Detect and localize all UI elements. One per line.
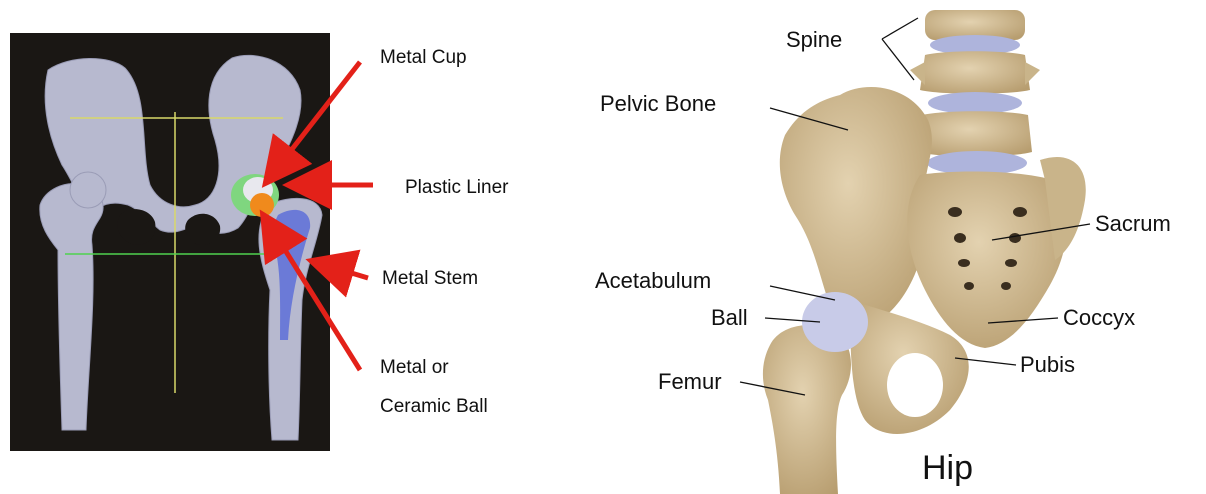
label-coccyx: Coccyx (1063, 305, 1135, 330)
label-metal-or-ceramic-ball-line2: Ceramic Ball (380, 396, 488, 417)
label-metal-stem: Metal Stem (382, 268, 478, 289)
label-pelvic-bone: Pelvic Bone (600, 91, 716, 116)
hip-anatomy-diagram: Spine Pelvic Bone Sacrum Acetabulum Ball… (580, 0, 1206, 494)
label-metal-or-ceramic-ball-line1: Metal or (380, 357, 449, 378)
label-metal-cup: Metal Cup (380, 47, 467, 68)
label-ball: Ball (711, 305, 748, 330)
leader-spine-lower (882, 39, 914, 80)
label-plastic-liner: Plastic Liner (405, 177, 509, 198)
label-femur: Femur (658, 369, 722, 394)
label-pubis: Pubis (1020, 352, 1075, 377)
hip-replacement-diagram: Metal Cup Plastic Liner Metal Stem Metal… (0, 0, 580, 494)
sacrum-bone (907, 172, 1066, 348)
label-spine: Spine (786, 27, 842, 52)
leader-spine-upper (882, 18, 918, 39)
obturator-foramen (887, 353, 943, 417)
diagram-title-hip: Hip (922, 449, 973, 487)
label-acetabulum: Acetabulum (595, 268, 711, 293)
ceramic-ball-model (250, 193, 274, 217)
label-sacrum: Sacrum (1095, 211, 1171, 236)
